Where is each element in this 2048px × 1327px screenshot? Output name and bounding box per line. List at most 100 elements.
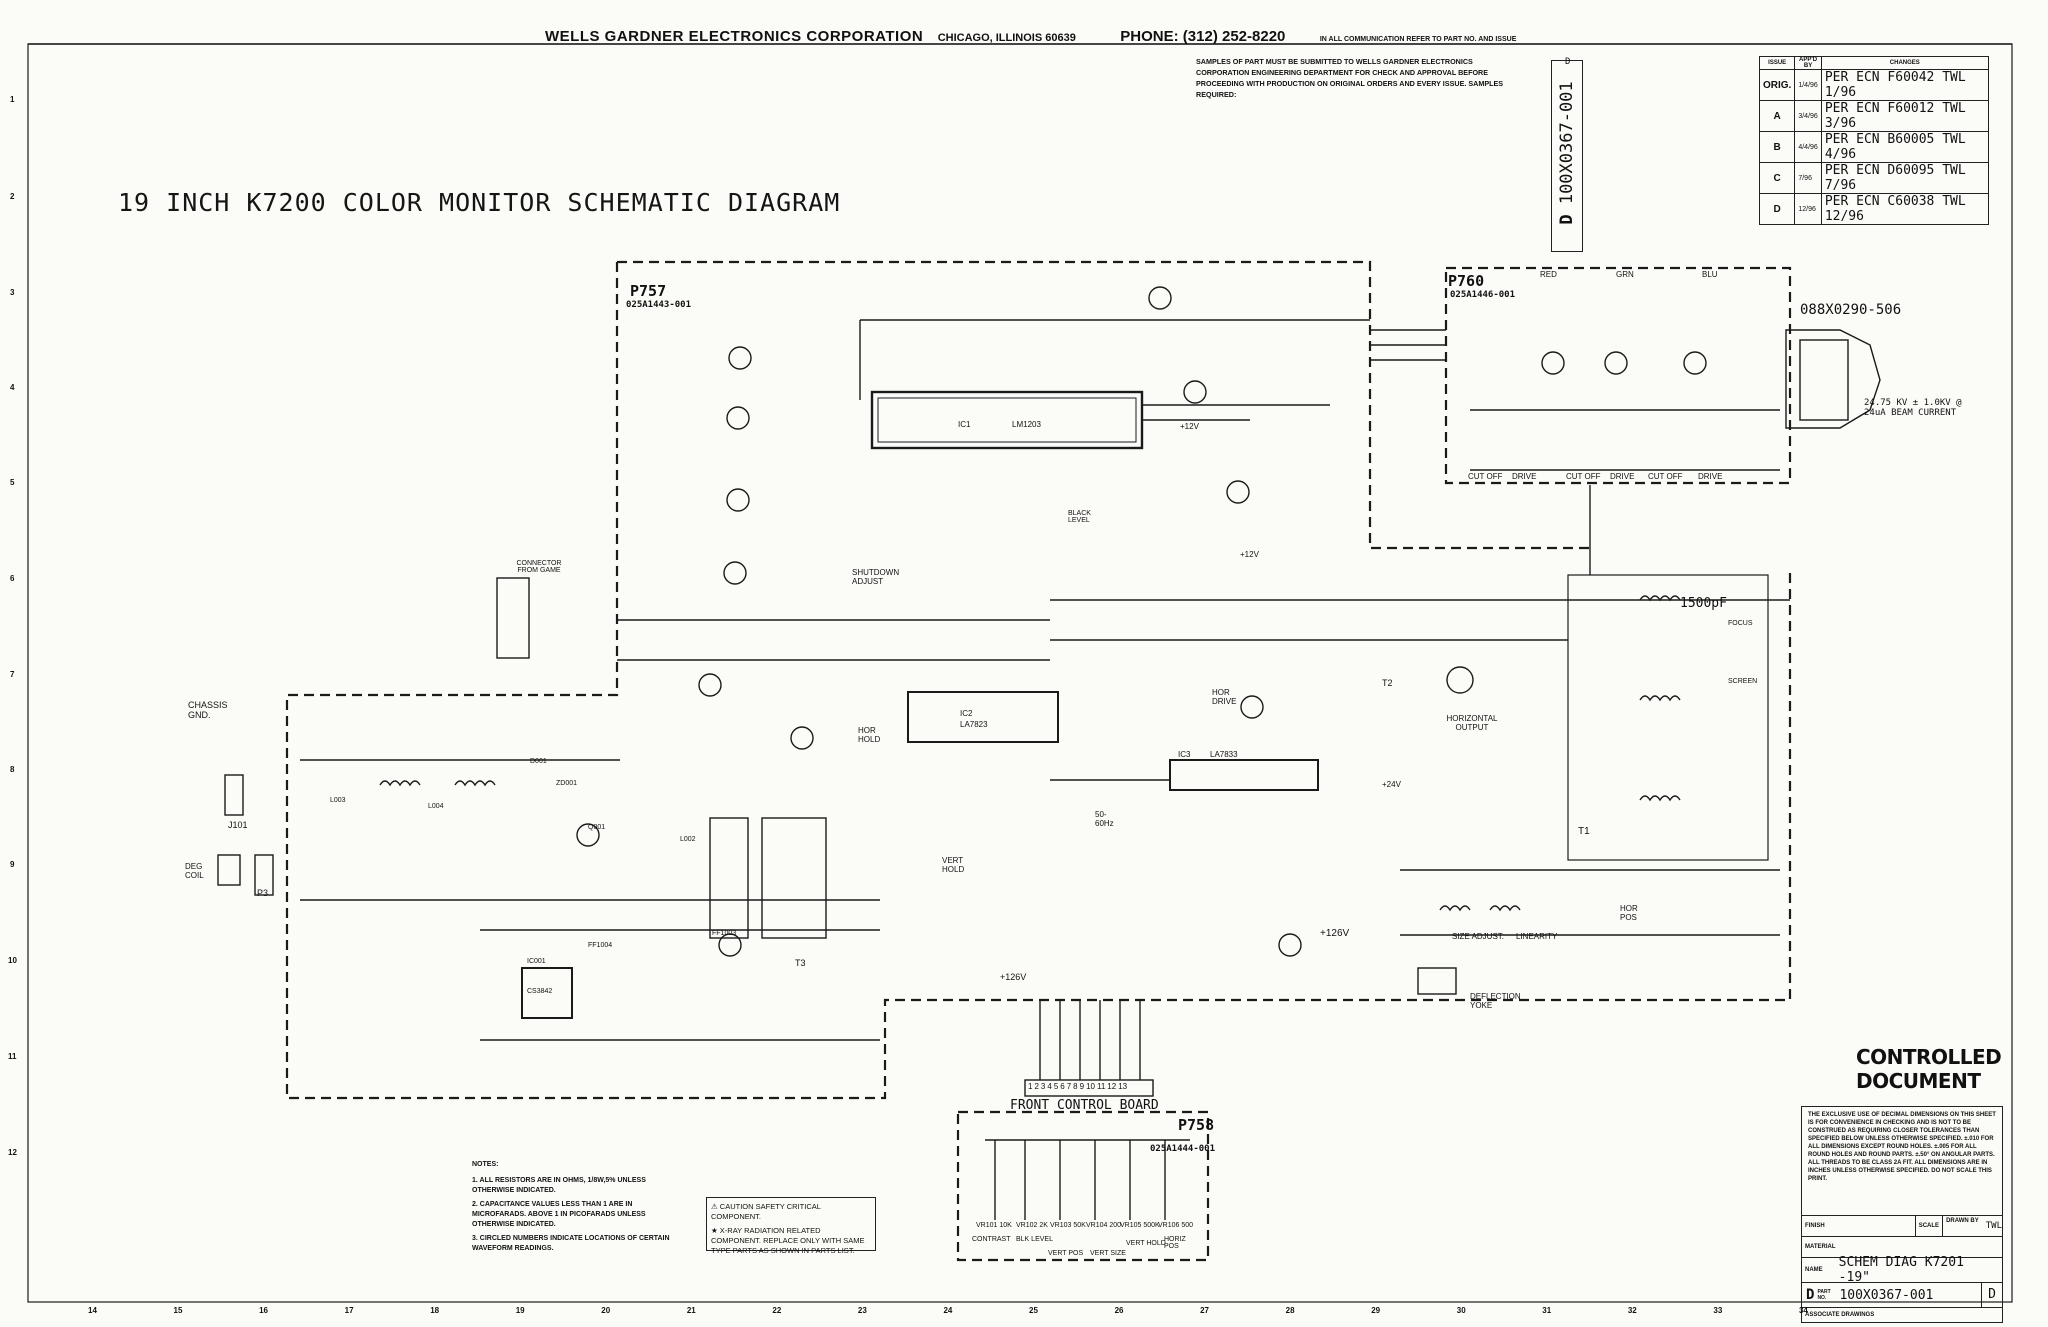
note-item: 1. ALL RESISTORS ARE IN OHMS, 1/8W,5% UN…	[472, 1177, 646, 1194]
ruler-mark: 8	[10, 765, 15, 774]
ruler-mark: 3	[10, 288, 15, 297]
ruler-mark: 31	[1542, 1306, 1552, 1315]
ic2-label: IC2	[960, 709, 973, 718]
ruler-mark: 12	[8, 1148, 17, 1157]
ruler-mark: 34	[1798, 1306, 1808, 1315]
pot-vert-hold-label: VERT HOLD	[1126, 1240, 1166, 1247]
title-block-part-row: D PART NO. 100X0367-001 D	[1802, 1282, 2002, 1307]
samples-note: SAMPLES OF PART MUST BE SUBMITTED TO WEL…	[1196, 57, 1504, 99]
title-block-finish-row: FINISH SCALE DRAWN BY TWL	[1802, 1215, 2002, 1236]
pin-number: 11	[1096, 1082, 1106, 1091]
v12-label: +12V	[1240, 550, 1259, 559]
ruler-mark: 6	[10, 574, 15, 583]
vertical-part-issue: D	[1565, 57, 1571, 67]
ruler-mark: 20	[601, 1306, 611, 1315]
shutdown-label: SHUTDOWN ADJUST	[852, 568, 900, 586]
vert-hold-label: VERT HOLD	[942, 856, 965, 874]
ruler-mark: 10	[8, 956, 17, 965]
pin-number: 10	[1086, 1082, 1095, 1091]
board-p760-name: P760	[1448, 272, 1485, 290]
rev-row: B 4/4/96 PER ECN B60005 TWL 4/96	[1758, 131, 1989, 163]
black-level-label: BLACK LEVEL	[1068, 510, 1091, 524]
hor-drive-label: HOR DRIVE	[1212, 688, 1237, 706]
associate-drawings-label: ASSOCIATE DRAWINGS	[1805, 1312, 1875, 1318]
zd001-label: ZD001	[556, 780, 578, 787]
q001-label: Q001	[588, 824, 606, 831]
drawing-issue: D	[1981, 1283, 2002, 1307]
drawn-by-value: TWL	[1985, 1221, 2002, 1231]
ruler-mark: 26	[1114, 1306, 1124, 1315]
notes-block: NOTES: 1. ALL RESISTORS ARE IN OHMS, 1/8…	[472, 1160, 672, 1254]
drive-label-r: DRIVE	[1512, 472, 1537, 481]
hor-pos-label: HOR POS	[1620, 904, 1638, 922]
drawing-name: SCHEM DIAG K7201 -19"	[1838, 1255, 1964, 1285]
ruler-mark: 7	[10, 670, 15, 679]
pin-number: 8	[1073, 1082, 1078, 1091]
deflection-yoke-label: DEFLECTION YOKE	[1470, 992, 1521, 1010]
rev-row: C 7/96 PER ECN D60095 TWL 7/96	[1758, 162, 1989, 194]
vertical-part-number: D 100X0367-001	[1551, 60, 1583, 252]
pot-vert-pos-label: VERT POS	[1048, 1250, 1084, 1257]
ruler-mark: 16	[259, 1306, 268, 1315]
crt-part-label: 088X0290-506	[1800, 302, 1902, 318]
rev-change: PER ECN F60042 TWL 1/96	[1820, 69, 1989, 101]
ruler-mark: 19	[515, 1306, 525, 1315]
pot-horiz-pos-label: HORIZ POS	[1164, 1236, 1186, 1250]
hor-hold-label: HOR HOLD	[858, 726, 881, 744]
cut-off-label-r: CUT OFF	[1468, 472, 1503, 481]
company-phone: PHONE: (312) 252-8220	[1120, 28, 1286, 45]
document-text: DOCUMENT	[1856, 1069, 1981, 1093]
red-label: RED	[1540, 270, 1557, 279]
ruler-mark: 32	[1627, 1306, 1637, 1315]
connector-label: CONNECTOR FROM GAME	[516, 560, 562, 574]
board-p757-name: P757	[630, 282, 667, 300]
ruler-mark: 9	[10, 860, 15, 869]
board-p758-part: 025A1444-001	[1150, 1144, 1216, 1154]
pot-ref: VR105 500K	[1120, 1222, 1160, 1229]
drawing-size: D	[1806, 1287, 1815, 1303]
horiz-output-label: HORIZONTAL OUTPUT	[1446, 714, 1498, 732]
t3-label: T3	[795, 958, 806, 968]
pin-number: 3	[1040, 1082, 1046, 1091]
title-block-assoc-row: ASSOCIATE DRAWINGS	[1802, 1307, 2002, 1322]
ic001-part-label: CS3842	[527, 988, 553, 995]
pin-number: 1	[1028, 1082, 1033, 1091]
pot-vert-size-label: VERT SIZE	[1090, 1250, 1126, 1257]
board-p758-name: P758	[1178, 1116, 1215, 1134]
drawn-by-label: DRAWN BY	[1942, 1216, 1982, 1236]
material-label: MATERIAL	[1805, 1244, 1836, 1250]
ic2-part-label: LA7823	[960, 720, 988, 729]
focus-label: FOCUS	[1728, 620, 1753, 627]
connector-pins: 1 2 3 4 5 6 7 8 9 10 11 12 13	[1028, 1082, 1127, 1091]
ruler-mark: 27	[1200, 1306, 1210, 1315]
company-city: CHICAGO, ILLINOIS 60639	[937, 32, 1076, 44]
front-control-label: FRONT CONTROL BOARD	[1010, 1098, 1159, 1113]
pot-ref: VR103 50K	[1050, 1222, 1086, 1229]
linearity-label: LINEARITY	[1516, 932, 1558, 941]
pot-ref: VR102 2K	[1016, 1222, 1048, 1229]
ic3-label: IC3	[1178, 750, 1191, 759]
ruler-mark: 24	[943, 1306, 953, 1315]
company-name: WELLS GARDNER ELECTRONICS CORPORATION	[545, 28, 924, 45]
v126-label-2: +126V	[1000, 972, 1027, 982]
l003-label: L003	[330, 797, 346, 804]
finish-label: FINISH	[1805, 1223, 1825, 1229]
cut-off-label-b: CUT OFF	[1648, 472, 1683, 481]
ruler-mark: 21	[686, 1306, 696, 1315]
chassis-label: CHASSIS GND.	[188, 700, 228, 720]
rev-by: 7/96	[1794, 162, 1822, 194]
rev-by: 1/4/96	[1794, 69, 1822, 101]
p3-label: P3	[257, 888, 269, 898]
high-voltage-label: 24.75 KV ± 1.0KV @ 24uA BEAM CURRENT	[1864, 398, 1962, 418]
caution-safety: ⚠ CAUTION SAFETY CRITICAL COMPONENT.	[711, 1202, 821, 1221]
pin-number: 12	[1107, 1082, 1117, 1091]
blu-label: BLU	[1702, 270, 1718, 279]
title-block-notes: THE EXCLUSIVE USE OF DECIMAL DIMENSIONS …	[1808, 1112, 1996, 1182]
bottom-ruler: 14 15 16 17 18 19 20 21 22 23 24 25 26 2…	[88, 1306, 1808, 1315]
drive-label-b: DRIVE	[1698, 472, 1723, 481]
title-block-name-row: NAME SCHEM DIAG K7201 -19"	[1802, 1255, 2002, 1285]
ff1004-label: FF1004	[588, 942, 613, 949]
pin-number: 5	[1053, 1082, 1059, 1091]
ic001-label: IC001	[527, 958, 546, 965]
